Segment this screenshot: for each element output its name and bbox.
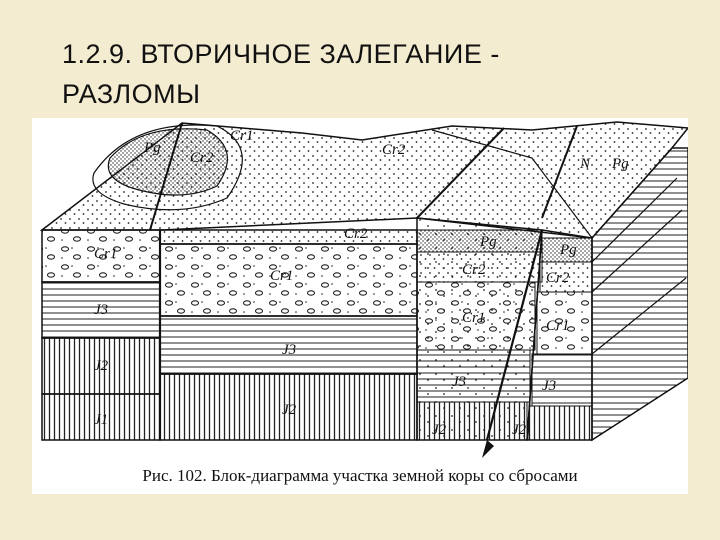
side-face-contacts [591, 177, 687, 355]
label-cr2-top-mid: Cr2 [382, 142, 406, 158]
center-j3-layer [159, 315, 418, 375]
label-cr2-right-a: Cr2 [462, 262, 486, 278]
fault-right [485, 229, 544, 441]
fault-line-right-top [416, 127, 505, 219]
label-cr1-center: Cr1 [270, 268, 293, 284]
label-j3-center: J3 [282, 342, 296, 358]
side-face [591, 147, 688, 442]
label-cr1-right-b: Cr1 [546, 318, 569, 334]
label-j3-right-b: J3 [542, 378, 556, 394]
label-j2-left: J2 [94, 358, 109, 374]
label-j2-center: J2 [282, 402, 297, 418]
n-boundary [431, 129, 593, 239]
cr2-outcrop-boundary [92, 124, 243, 211]
right-inner-j3 [416, 349, 531, 403]
label-cr2-center: Cr2 [344, 226, 368, 242]
left-cr1-layer [41, 229, 161, 283]
fault-line-left-top [149, 122, 183, 231]
right-outer-cr1 [536, 291, 593, 355]
slide-title: 1.2.9. ВТОРИЧНОЕ ЗАЛЕГАНИЕ - РАЗЛОМЫ [62, 34, 682, 114]
center-cr2-layer [159, 229, 418, 245]
figure-caption: Рис. 102. Блок-диаграмма участка земной … [142, 466, 578, 485]
title-line-1: 1.2.9. ВТОРИЧНОЕ ЗАЛЕГАНИЕ - [62, 39, 500, 69]
right-outer-j2 [528, 405, 593, 441]
right-inner-cr1 [416, 281, 536, 351]
right-outer-j3 [531, 353, 593, 407]
center-cr1-layer [159, 243, 418, 317]
label-cr2-top-left: Cr2 [190, 150, 214, 166]
label-j2-right-a: J2 [432, 422, 447, 438]
label-pg-right-b: Pg [559, 242, 577, 258]
label-cr1-top: Cr1 [230, 128, 253, 144]
label-cr1-right-a: Cr1 [462, 310, 485, 326]
label-pg-right-a: Pg [479, 234, 497, 250]
label-j1-left: J1 [94, 412, 108, 428]
left-j3-layer [41, 281, 161, 339]
center-j2-layer [159, 373, 418, 441]
pg-outcrop [107, 128, 228, 196]
title-line-2: РАЗЛОМЫ [62, 79, 201, 109]
label-pg-top: Pg [143, 140, 161, 156]
label-j3-right-a: J3 [452, 374, 466, 390]
left-j1-layer [41, 393, 161, 441]
label-j2-right-b: J2 [512, 422, 527, 438]
label-cr1-left: Cr1 [94, 246, 117, 262]
block-diagram-figure: Pg Cr2 Cr1 Cr2 N Pg Cr2 Cr1 J3 J2 J1 Cr1… [32, 118, 688, 494]
label-cr2-right-b: Cr2 [546, 270, 570, 286]
label-j3-left: J3 [94, 302, 108, 318]
right-inner-j2 [416, 401, 528, 441]
label-n-top: N [579, 156, 591, 172]
fault-line-far-right-top [541, 125, 578, 219]
label-pg-top-right: Pg [611, 156, 629, 172]
right-outer-pg [541, 237, 593, 263]
fault-arrow-icon [482, 440, 494, 458]
block-diagram: Pg Cr2 Cr1 Cr2 N Pg Cr2 Cr1 J3 J2 J1 Cr1… [39, 121, 688, 458]
